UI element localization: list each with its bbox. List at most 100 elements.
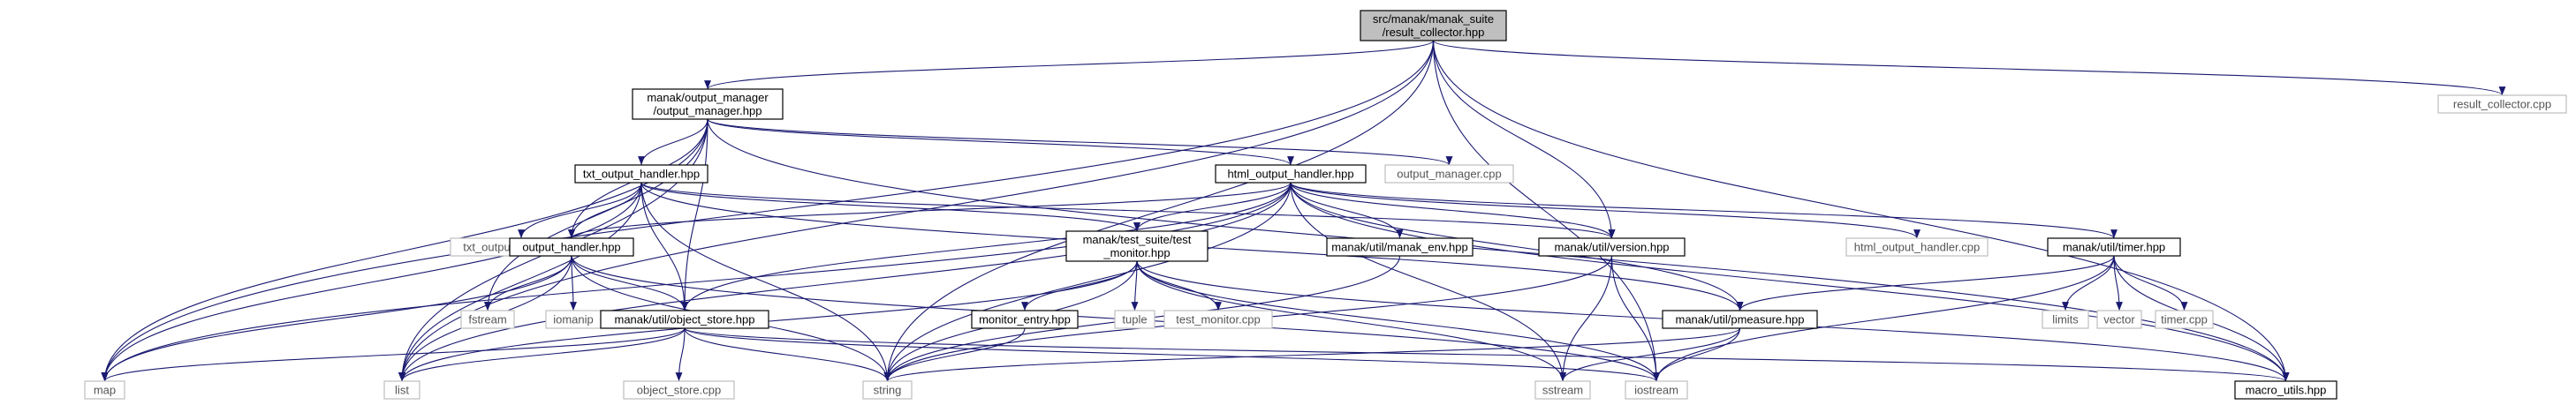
edge-html_output_handler-to-string — [883, 182, 1292, 382]
node-fstream: fstream — [460, 310, 515, 329]
edge-txt_output_handler-to-map — [101, 182, 642, 382]
edge-output_manager-to-output_manager_cpp — [707, 118, 1453, 166]
edge-object_store-to-string — [684, 327, 891, 382]
edge-pmeasure-to-string — [883, 327, 1741, 382]
edge-timer-to-pmeasure — [1736, 255, 2115, 311]
node-list: list — [383, 380, 420, 400]
edge-output_manager-to-html_output_handler — [707, 118, 1294, 166]
edge-output_handler-to-map — [101, 255, 572, 382]
node-timer[interactable]: manak/util/timer.hpp — [2047, 237, 2181, 257]
node-output-manager[interactable]: manak/output_manager/output_manager.hpp — [632, 88, 784, 120]
edge-object_store-to-map — [101, 327, 686, 382]
node-box — [1360, 10, 1507, 41]
edge-pmeasure-to-sstream — [1559, 327, 1741, 382]
edge-txt_output_handler-to-version — [640, 182, 1616, 239]
node-box — [632, 88, 784, 120]
node-timer-cpp: timer.cpp — [2155, 310, 2214, 329]
node-label: output_manager.cpp — [1397, 168, 1502, 181]
node-box — [2155, 310, 2214, 329]
node-box — [971, 310, 1079, 329]
edge-txt_output_handler-to-object_store — [640, 182, 688, 311]
node-label: output_handler.hpp — [522, 241, 620, 254]
node-label: list — [395, 384, 409, 397]
node-output-manager-cpp: output_manager.cpp — [1384, 164, 1514, 184]
edge-html_output_handler-to-timer — [1290, 182, 2118, 239]
node-label: monitor_entry.hpp — [979, 313, 1071, 326]
node-box — [383, 380, 420, 400]
edge-html_output_handler-to-manak_env — [1290, 182, 1404, 239]
edge-root-to-version — [1432, 40, 1616, 239]
node-box — [2234, 380, 2337, 400]
node-version[interactable]: manak/util/version.hpp — [1538, 237, 1686, 257]
node-output-handler[interactable]: output_handler.hpp — [509, 237, 634, 257]
node-html-output-handler[interactable]: html_output_handler.hpp — [1215, 164, 1367, 184]
edge-test_monitor-to-tuple — [1131, 260, 1139, 311]
node-label: /output_manager.hpp — [654, 104, 762, 117]
node-label: vector — [2103, 313, 2135, 326]
node-label: timer.cpp — [2161, 313, 2208, 326]
node-manak-env[interactable]: manak/util/manak_env.hpp — [1326, 237, 1474, 257]
node-label: string — [874, 384, 902, 397]
edge-root-to-output_manager — [704, 40, 1435, 90]
edge-object_store-to-list — [398, 327, 686, 382]
node-box — [1384, 164, 1514, 184]
node-label: txt_output_handler.hpp — [583, 168, 700, 181]
node-pmeasure[interactable]: manak/util/pmeasure.hpp — [1662, 310, 1818, 329]
node-box — [1534, 380, 1591, 400]
edge-output_handler-to-object_store — [571, 255, 688, 311]
edge-html_output_handler-to-version — [1290, 182, 1616, 239]
edge-version-to-iostream — [1610, 255, 1660, 382]
node-txt-output-handler[interactable]: txt_output_handler.hpp — [574, 164, 708, 184]
node-label: manak/util/timer.hpp — [2063, 241, 2165, 254]
edge-test_monitor-to-iostream — [1136, 260, 1660, 382]
edge-output_manager-to-txt_output_handler — [638, 118, 708, 166]
node-box — [1845, 237, 1989, 257]
edges-layer — [101, 40, 2506, 382]
node-box — [600, 310, 769, 329]
node-box — [623, 380, 735, 400]
edge-html_output_handler-to-output_handler — [568, 182, 1292, 239]
edge-txt_output_handler-to-list — [398, 182, 642, 382]
edge-html_output_handler-to-map — [101, 182, 1292, 382]
node-test-monitor-cpp: test_monitor.cpp — [1163, 310, 1273, 329]
edge-output_handler-to-fstream — [484, 255, 572, 311]
node-label: tuple — [1122, 313, 1147, 326]
node-label: manak/util/version.hpp — [1554, 241, 1669, 254]
node-box — [1163, 310, 1273, 329]
edge-output_manager-to-fstream — [484, 118, 708, 311]
node-label: result_collector.cpp — [2453, 98, 2551, 111]
node-test-monitor[interactable]: manak/test_suite/test_monitor.hpp — [1065, 230, 1208, 262]
node-tuple: tuple — [1114, 310, 1155, 329]
node-label: manak/util/pmeasure.hpp — [1676, 313, 1805, 326]
edge-txt_output_handler-to-txt_output_handler_cpp — [518, 182, 642, 239]
node-label: iomanip — [553, 313, 594, 326]
node-label: iostream — [1634, 384, 1678, 397]
node-box — [1625, 380, 1688, 400]
edge-output_manager-to-macro_utils — [707, 118, 2290, 382]
node-label: test_monitor.cpp — [1176, 313, 1260, 326]
node-box — [862, 380, 913, 400]
edge-object_store-to-macro_utils — [684, 327, 2289, 382]
edge-txt_output_handler-to-test_monitor — [640, 182, 1140, 232]
node-object-store-cpp: object_store.cpp — [623, 380, 735, 400]
node-html-output-handler-cpp: html_output_handler.cpp — [1845, 237, 1989, 257]
node-monitor-entry[interactable]: monitor_entry.hpp — [971, 310, 1079, 329]
node-label: macro_utils.hpp — [2246, 384, 2327, 397]
node-box — [2096, 310, 2142, 329]
nodes-layer: src/manak/manak_suite/result_collector.h… — [84, 10, 2567, 400]
node-label: object_store.cpp — [637, 384, 721, 397]
node-object-store[interactable]: manak/util/object_store.hpp — [600, 310, 769, 329]
node-label: _monitor.hpp — [1102, 246, 1170, 259]
node-label: html_output_handler.hpp — [1227, 168, 1353, 181]
node-vector: vector — [2096, 310, 2142, 329]
node-box — [1326, 237, 1474, 257]
node-label: manak/test_suite/test — [1083, 233, 1192, 246]
edge-root-to-macro_utils — [1432, 40, 2290, 382]
node-box — [460, 310, 515, 329]
edge-test_monitor-to-list — [398, 260, 1138, 382]
node-macro-utils[interactable]: macro_utils.hpp — [2234, 380, 2337, 400]
node-root[interactable]: src/manak/manak_suite/result_collector.h… — [1360, 10, 1507, 41]
edge-html_output_handler-to-list — [398, 182, 1292, 382]
edge-root-to-map — [101, 40, 1435, 382]
